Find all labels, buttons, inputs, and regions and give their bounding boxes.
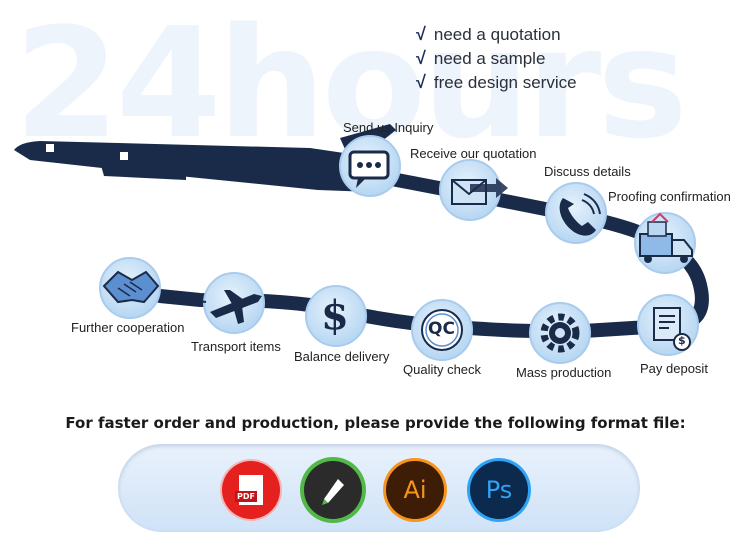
step-label-production: Mass production (516, 365, 612, 380)
step-label-quotation: Receive our quotation (410, 146, 537, 161)
qc-text: QC (428, 319, 455, 339)
delivery-truck-icon (639, 212, 693, 263)
phone-icon (559, 193, 601, 236)
step-label-proofing: Proofing confirmation (608, 189, 731, 204)
gear-icon (540, 313, 580, 353)
coreldraw-format-icon (304, 461, 362, 519)
pdf-label: PDF (235, 491, 257, 502)
format-bar (118, 444, 640, 532)
invoice-dollar-icon (653, 307, 691, 351)
pdf-format-icon: PDF (222, 461, 280, 519)
envelope-icon (451, 178, 508, 205)
step-label-quality: Quality check (403, 362, 482, 377)
ai-label: Ai (403, 476, 427, 504)
step-label-discuss: Discuss details (544, 164, 631, 179)
step-bubble-balance (305, 285, 367, 347)
checkmark-icon: √ (416, 48, 426, 68)
step-label-inquiry: Send us Inquiry (343, 120, 434, 135)
checklist-text: free design service (433, 73, 577, 92)
step-bubble-proofing (634, 212, 696, 274)
checklist-item-quotation: √ need a quotation (416, 24, 561, 45)
step-bubble-discuss (545, 182, 607, 244)
step-bubble-deposit (637, 294, 699, 356)
checkmark-icon: √ (416, 24, 426, 44)
ps-label: Ps (485, 476, 513, 504)
illustrator-format-icon: Ai (386, 461, 444, 519)
step-label-cooperation: Further cooperation (71, 320, 185, 335)
step-label-balance: Balance delivery (294, 349, 390, 364)
checklist-text: need a sample (433, 49, 546, 68)
step-label-transport: Transport items (191, 339, 281, 354)
step-bubble-cooperation (99, 257, 161, 319)
checklist-text: need a quotation (433, 25, 561, 44)
step-bubble-quality (411, 299, 473, 361)
invoice-dollar-text: $ (678, 334, 686, 347)
pen-nib-icon (322, 479, 344, 505)
step-bubble-inquiry (339, 135, 401, 197)
checklist-item-sample: √ need a sample (416, 48, 545, 69)
dollar-sign-icon: $ (321, 292, 349, 339)
large-airplane-icon (14, 124, 396, 192)
checkmark-icon: √ (416, 72, 426, 92)
step-label-deposit: Pay deposit (640, 361, 708, 376)
chat-bubble-icon (348, 150, 390, 188)
checklist-item-design: √ free design service (416, 72, 577, 93)
step-bubble-transport (203, 272, 265, 334)
pdf-page-shape: PDF (235, 475, 263, 505)
photoshop-format-icon: Ps (470, 461, 528, 519)
airplane-icon (210, 290, 262, 324)
step-bubble-production (529, 302, 591, 364)
step-bubble-quotation (439, 159, 508, 221)
handshake-icon (102, 270, 160, 304)
qc-badge-icon (421, 309, 463, 351)
format-banner-title: For faster order and production, please … (65, 414, 686, 432)
watermark-24hours: 24hours (14, 0, 688, 172)
